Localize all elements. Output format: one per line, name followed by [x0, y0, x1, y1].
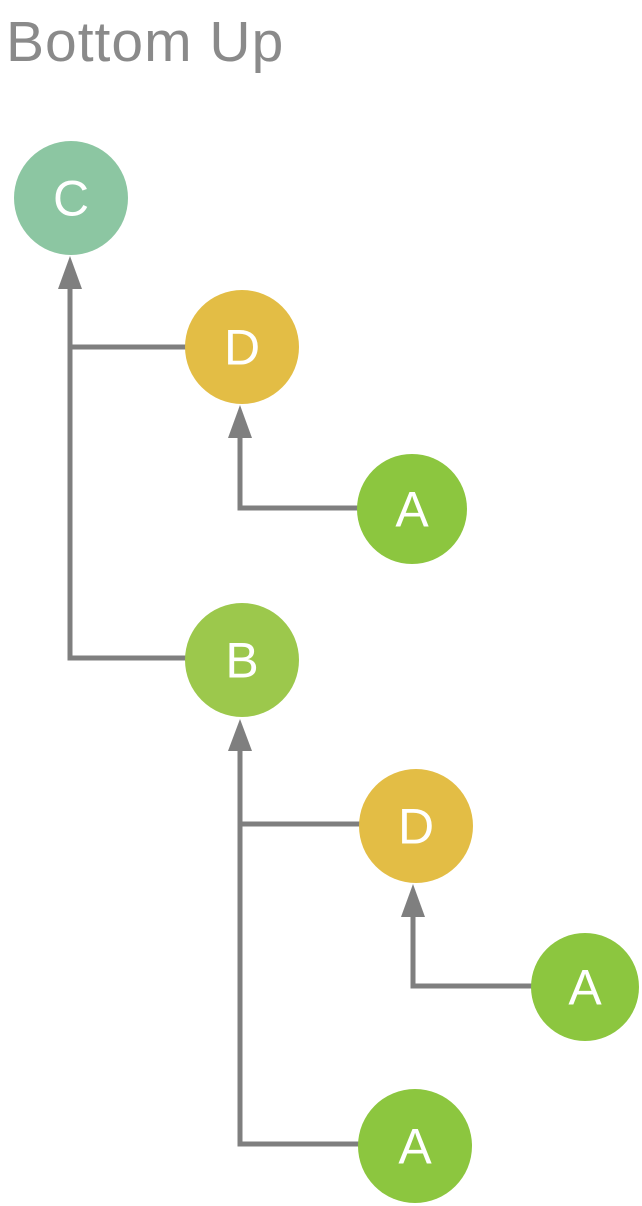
node-c-label: C: [53, 171, 89, 227]
node-a1-circle: [357, 454, 467, 564]
edge-b-to-c: [67, 288, 242, 661]
node-a2: A: [531, 933, 639, 1041]
edge-a1-to-d1: [237, 437, 412, 511]
edge-group: [58, 256, 585, 1147]
node-d1-label: D: [224, 320, 260, 376]
diagram-title: Bottom Up: [6, 10, 285, 74]
node-d1: D: [185, 290, 299, 404]
arrowhead-into-d2: [401, 884, 425, 917]
node-c-circle: [14, 141, 128, 255]
node-d2-label: D: [398, 799, 434, 855]
node-a3: A: [358, 1089, 472, 1203]
edge-a3-to-b: [237, 750, 415, 1147]
node-a1: A: [357, 454, 467, 564]
node-c: C: [14, 141, 128, 255]
edge-a2-to-d2: [410, 916, 585, 989]
node-d2: D: [359, 769, 473, 883]
node-a2-circle: [531, 933, 639, 1041]
node-a2-label: A: [568, 960, 602, 1016]
node-b: B: [185, 603, 299, 717]
node-d2-circle: [359, 769, 473, 883]
arrowhead-into-b: [228, 719, 252, 751]
arrowhead-into-d1: [228, 405, 252, 438]
node-d1-circle: [185, 290, 299, 404]
node-a1-label: A: [395, 482, 429, 538]
node-b-circle: [185, 603, 299, 717]
node-b-label: B: [225, 633, 258, 689]
node-a3-label: A: [398, 1119, 432, 1175]
node-a3-circle: [358, 1089, 472, 1203]
arrowhead-into-c: [58, 256, 82, 289]
